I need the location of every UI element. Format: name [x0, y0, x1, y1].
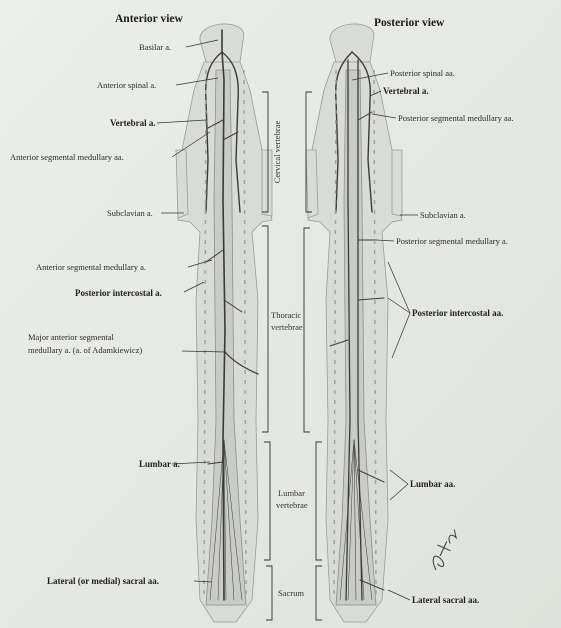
anterior-view-title: Anterior view: [115, 13, 184, 25]
label-basilar: Basilar a.: [139, 42, 171, 52]
label-lateral-sacral-posterior: Lateral sacral aa.: [412, 595, 479, 605]
label-vertebral-posterior: Vertebral a.: [383, 86, 429, 96]
label-anterior-segmental-medullary-aa: Anterior segmental medullary aa.: [10, 152, 124, 162]
label-anterior-segmental-medullary-a: Anterior segmental medullary a.: [36, 262, 146, 272]
label-subclavian-posterior: Subclavian a.: [420, 210, 466, 220]
label-posterior-intercostal-anterior: Posterior intercostal a.: [75, 288, 162, 298]
label-posterior-segmental-medullary-a: Posterior segmental medullary a.: [396, 236, 508, 246]
region-thoracic-line1: Thoracic: [271, 310, 301, 320]
posterior-view-title: Posterior view: [374, 17, 445, 29]
region-lumbar-line2: vertebrae: [276, 500, 308, 510]
region-cervical: Cervical vertebrae: [272, 121, 282, 184]
anterior-shoulder-right: [262, 150, 272, 216]
label-adamkiewicz-line1: Major anterior segmental: [28, 332, 115, 342]
anterior-shoulder-left: [176, 150, 188, 218]
label-adamkiewicz-line2: medullary a. (a. of Adamkiewicz): [28, 345, 142, 355]
label-lateral-sacral-anterior: Lateral (or medial) sacral aa.: [47, 576, 159, 586]
region-thoracic-line2: vertebrae: [271, 322, 303, 332]
label-subclavian-anterior: Subclavian a.: [107, 208, 153, 218]
region-sacrum: Sacrum: [278, 588, 304, 598]
label-posterior-segmental-medullary-aa: Posterior segmental medullary aa.: [398, 113, 514, 123]
label-lumbar-posterior: Lumbar aa.: [410, 479, 455, 489]
label-anterior-spinal: Anterior spinal a.: [97, 80, 156, 90]
posterior-shoulder-left: [306, 150, 318, 218]
posterior-shoulder-right: [392, 150, 402, 216]
region-lumbar-line1: Lumbar: [278, 488, 305, 498]
label-posterior-intercostal-posterior: Posterior intercostal aa.: [412, 308, 503, 318]
label-vertebral-anterior: Vertebral a.: [110, 118, 156, 128]
label-posterior-spinal: Posterior spinal aa.: [390, 68, 455, 78]
